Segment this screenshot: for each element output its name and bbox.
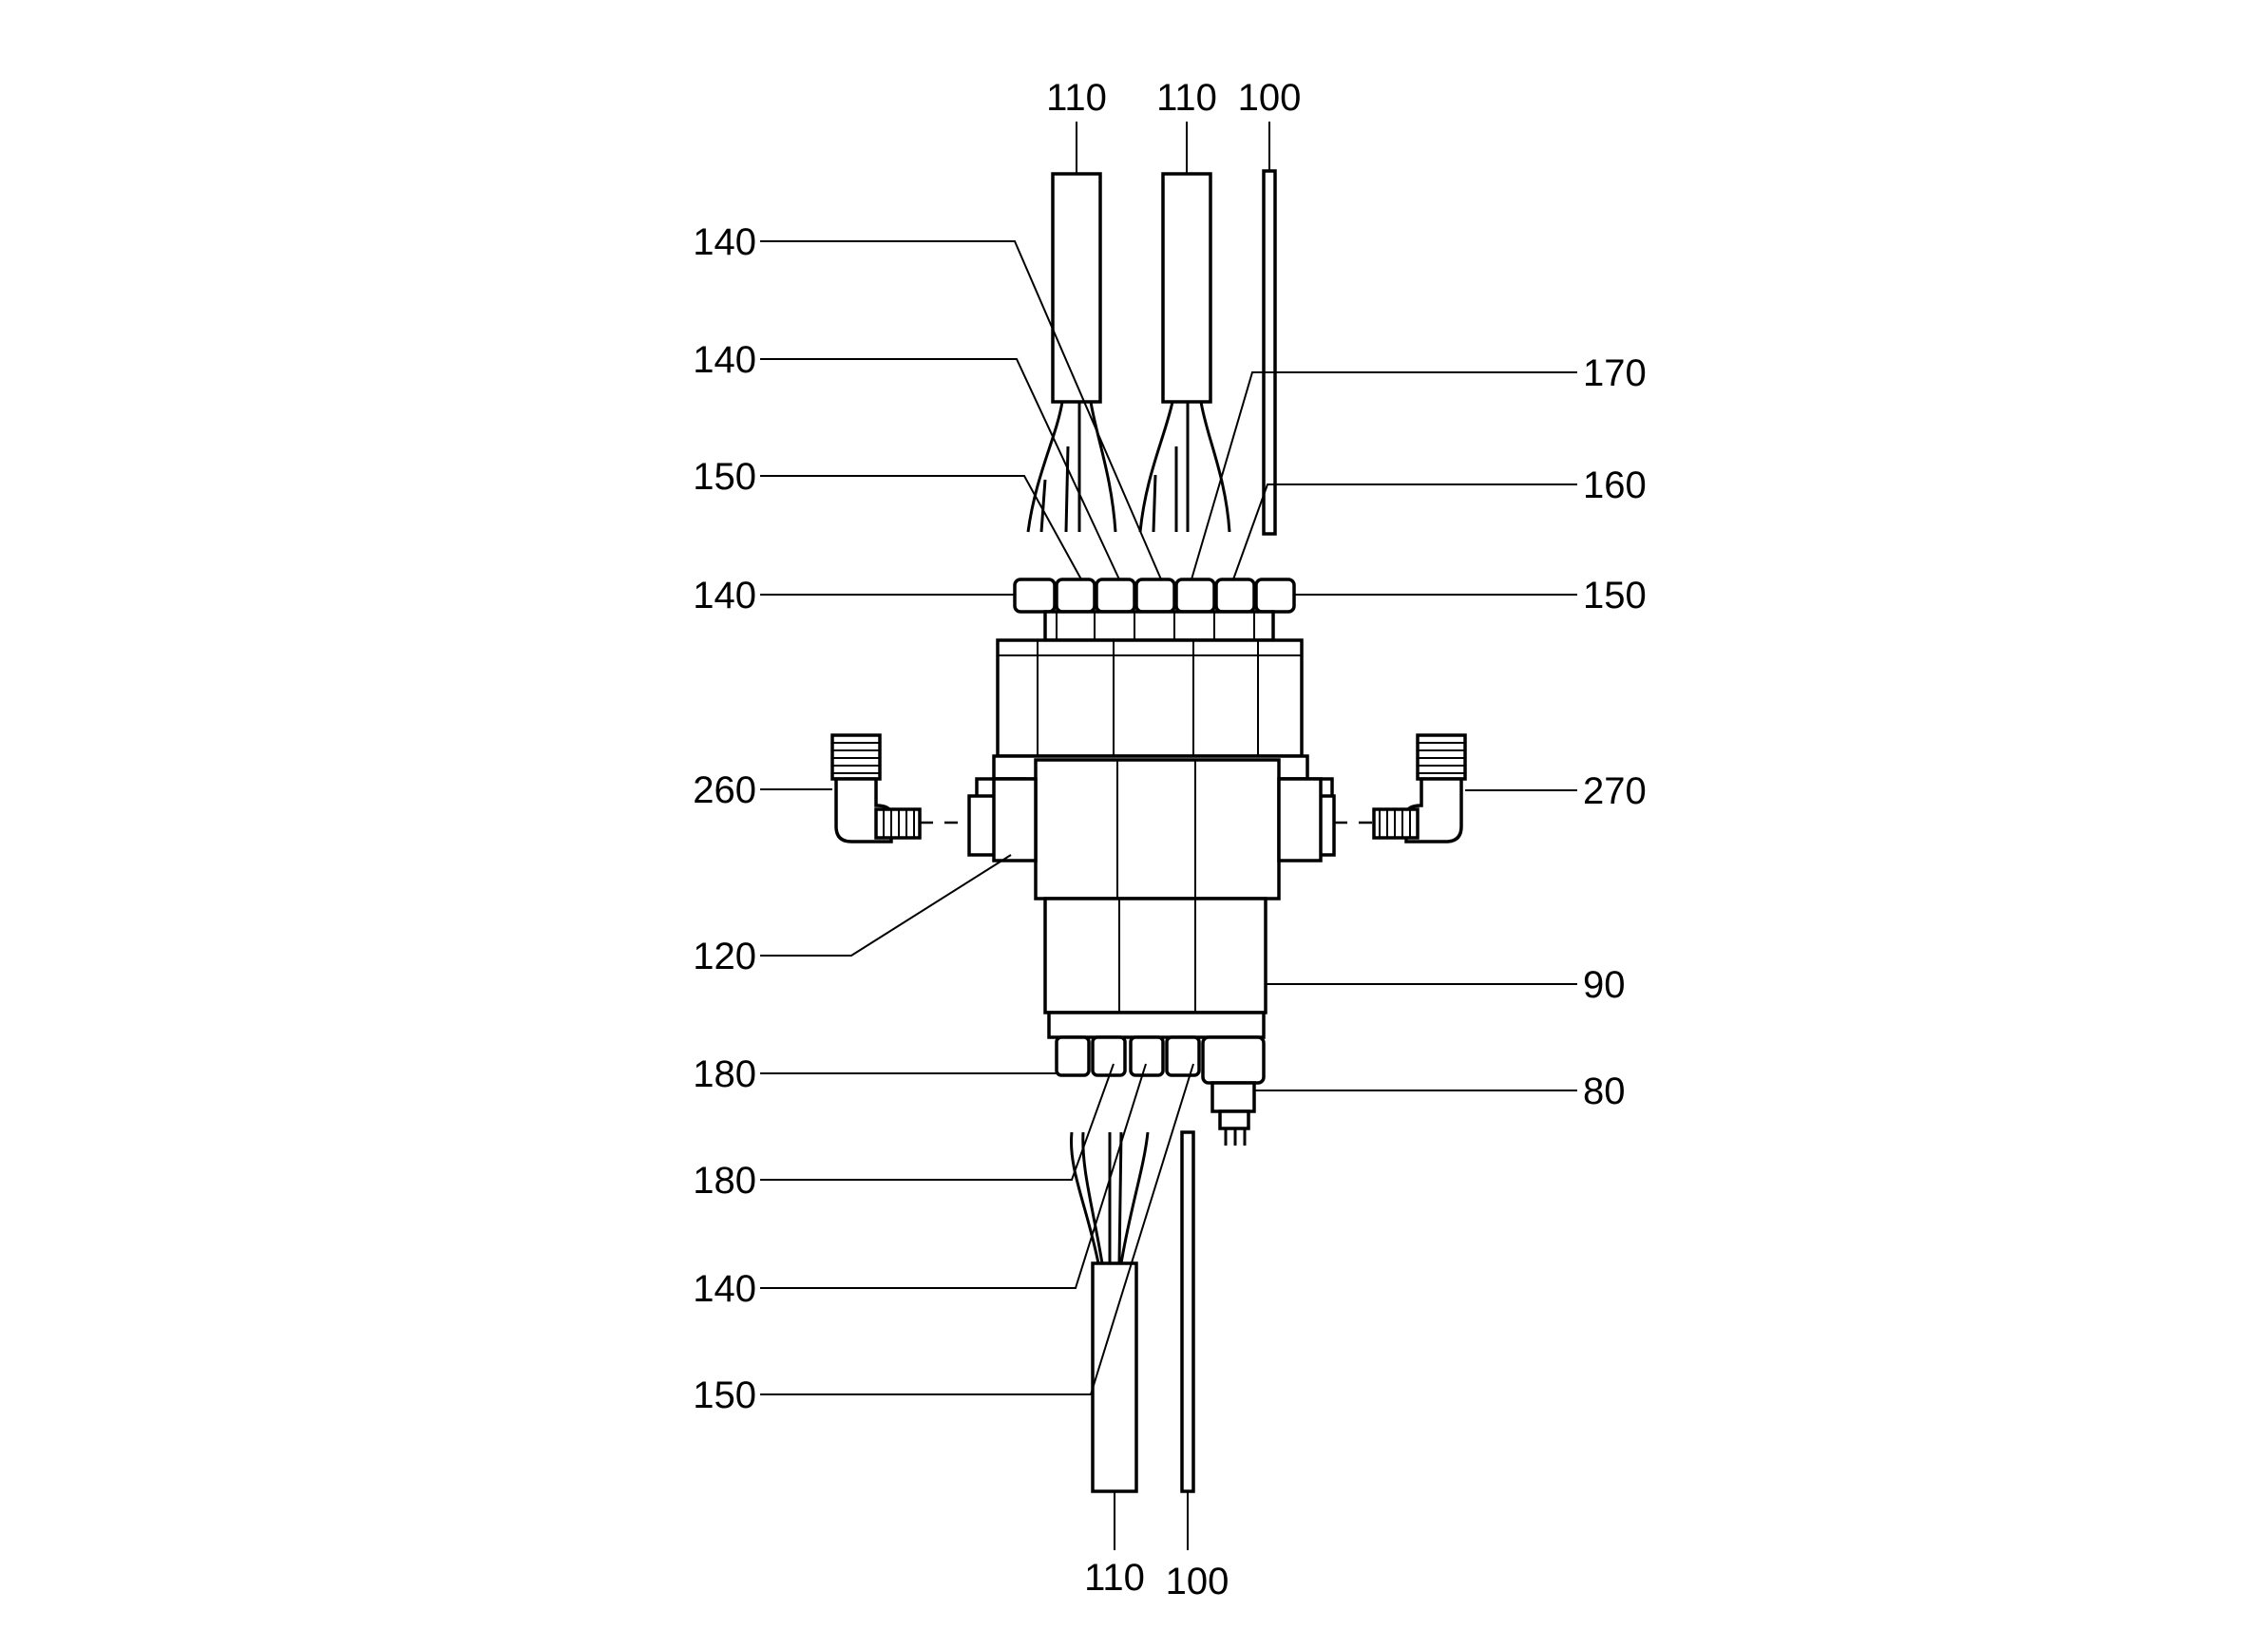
top-rod: [1262, 169, 1277, 536]
ref-80: 80: [1583, 1071, 1626, 1112]
sensor: [1201, 1035, 1266, 1146]
ref-110-top-middle: 110: [1156, 77, 1217, 119]
ref-120: 120: [693, 936, 756, 977]
bottom-rod: [1180, 1130, 1195, 1493]
ref-100-top: 100: [1238, 77, 1302, 119]
top-cable-middle: [1138, 172, 1231, 533]
manifold-block: [967, 754, 1336, 900]
ref-260: 260: [693, 769, 756, 811]
lower-valve-bodies: [1043, 897, 1267, 1039]
ref-140-left-3: 140: [693, 575, 756, 616]
reference-numerals: 110 110 100 140 140 150 140 260 120 180 …: [693, 77, 1647, 1602]
elbow-fitting-left: [830, 733, 922, 843]
lower-fittings: [1055, 1035, 1201, 1077]
ref-160: 160: [1583, 464, 1647, 506]
ref-110-top-left: 110: [1046, 77, 1107, 119]
ref-100-bottom: 100: [1166, 1561, 1229, 1602]
upper-fittings: [1013, 578, 1296, 642]
ref-150-right: 150: [1583, 575, 1647, 616]
ref-90: 90: [1583, 964, 1626, 1006]
ref-170: 170: [1583, 352, 1647, 394]
ref-180-left-1: 180: [693, 1053, 756, 1095]
ref-140-left-4: 140: [693, 1268, 756, 1310]
ref-140-left-1: 140: [693, 221, 756, 263]
elbow-fitting-right: [1372, 733, 1467, 843]
bottom-cable: [1069, 1131, 1150, 1493]
ref-140-left-2: 140: [693, 339, 756, 381]
upper-valve-bodies: [996, 638, 1304, 758]
leader-lines: [760, 122, 1577, 1550]
ref-150-left-1: 150: [693, 456, 756, 498]
ref-110-bottom: 110: [1084, 1557, 1145, 1599]
ref-270: 270: [1583, 770, 1647, 812]
top-cable-left: [1026, 172, 1117, 533]
ref-150-left-2: 150: [693, 1374, 756, 1416]
ref-180-left-2: 180: [693, 1160, 756, 1202]
